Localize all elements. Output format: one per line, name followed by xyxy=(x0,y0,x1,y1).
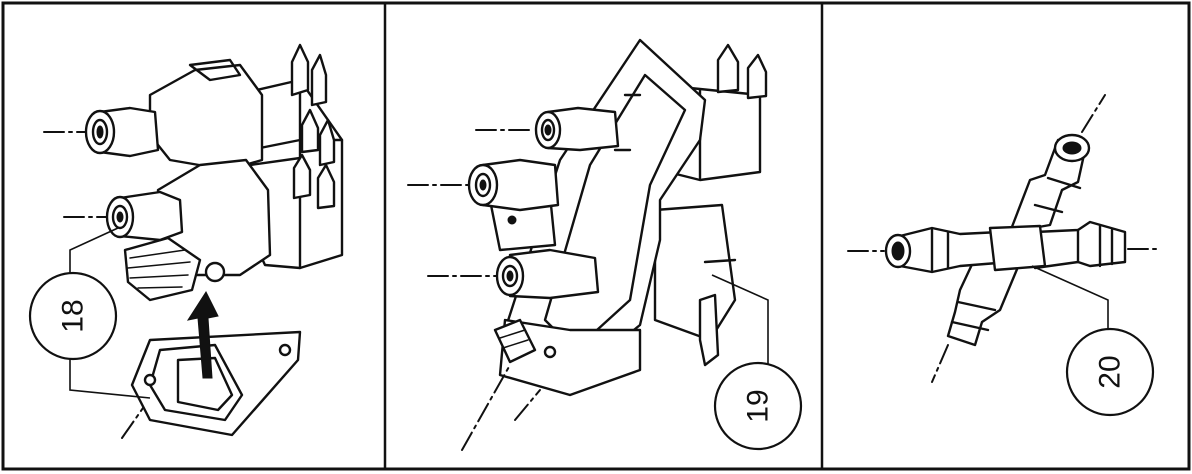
panel-3: 20 xyxy=(847,94,1161,417)
triple-valve-illustration xyxy=(467,38,768,397)
cross-connector-illustration xyxy=(884,133,1127,347)
callout-label-20: 20 xyxy=(1094,355,1127,388)
callout-20: 20 xyxy=(1065,327,1155,417)
centerline-2d xyxy=(461,364,511,451)
centerline-2e xyxy=(514,389,541,421)
panel-2: 19 xyxy=(407,38,803,451)
leader-20 xyxy=(1031,265,1109,330)
leader-19 xyxy=(711,274,769,390)
double-valve-illustration xyxy=(84,43,344,302)
callout-18: 18 xyxy=(28,271,118,361)
callout-19: 19 xyxy=(713,361,803,451)
callout-label-18: 18 xyxy=(57,299,90,332)
centerline-3d xyxy=(931,344,949,383)
seal-piece-illustration xyxy=(130,330,302,437)
panel-1: 18 xyxy=(28,43,344,439)
centerline-3c xyxy=(1081,94,1106,133)
insert-arrow xyxy=(186,290,219,379)
callout-label-19: 19 xyxy=(742,389,775,422)
